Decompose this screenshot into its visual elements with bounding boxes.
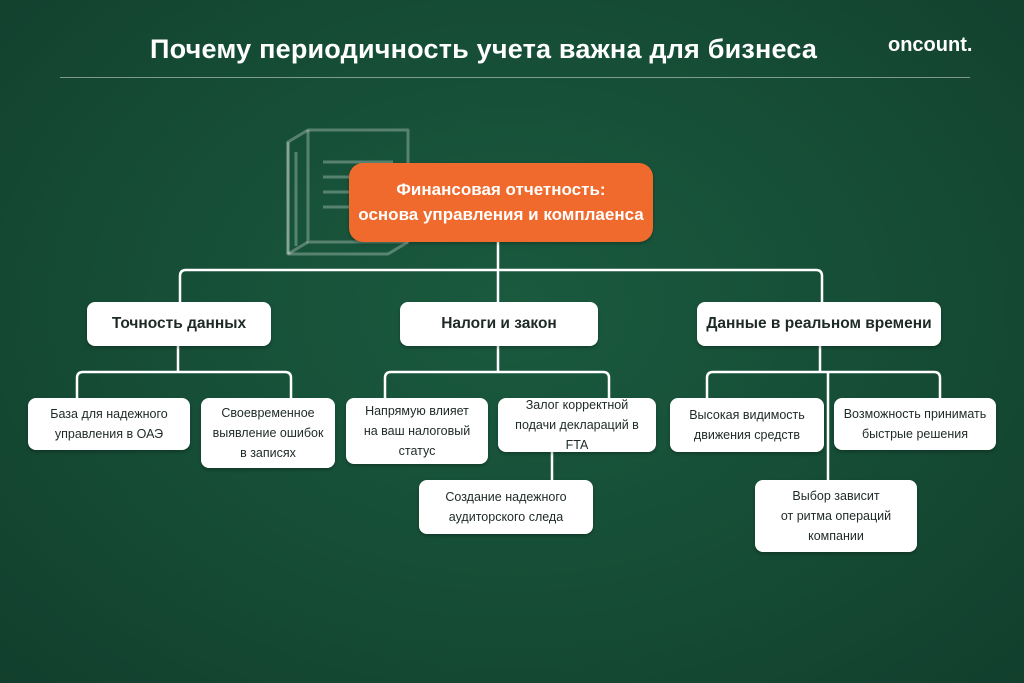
leaf-node: Выбор зависит от ритма операций компании	[755, 480, 917, 552]
leaf-text: Своевременное выявление ошибок в записях	[212, 406, 324, 460]
leaf-text: Напрямую влияет на ваш налоговый статус	[363, 404, 471, 458]
category-label: Данные в реальном времени	[706, 315, 932, 332]
page-title: Почему периодичность учета важна для биз…	[150, 34, 818, 64]
leaf-node: Создание надежного аудиторского следа	[419, 480, 593, 534]
leaf-node: Напрямую влияет на ваш налоговый статус	[346, 398, 488, 464]
leaf-text: Залог корректной подачи деклараций в FTA	[515, 398, 639, 452]
root-title-line2: основа управления и комплаенса	[358, 204, 644, 224]
leaf-node: Возможность принимать быстрые решения	[834, 398, 996, 450]
category-label: Точность данных	[111, 315, 247, 332]
brand-logo: oncount.	[888, 34, 973, 56]
leaf-text: Высокая видимость движения средств	[689, 408, 805, 442]
leaf-text: Возможность принимать быстрые решения	[843, 407, 987, 441]
leaf-text: Выбор зависит от ритма операций компании	[780, 489, 892, 543]
root-node: Финансовая отчетность: основа управления…	[349, 163, 653, 242]
category-label: Налоги и закон	[441, 315, 557, 332]
header-divider	[60, 77, 970, 78]
leaf-node: База для надежного управления в ОАЭ	[28, 398, 190, 450]
leaf-node: Залог корректной подачи деклараций в FTA	[498, 398, 656, 452]
leaf-node: Высокая видимость движения средств	[670, 398, 824, 452]
leaf-text: База для надежного управления в ОАЭ	[50, 407, 168, 441]
category-node-data-accuracy: Точность данных	[87, 302, 271, 346]
category-node-real-time-data: Данные в реальном времени	[697, 302, 941, 346]
category-node-taxes-law: Налоги и закон	[400, 302, 598, 346]
root-title-line1: Финансовая отчетность:	[396, 179, 606, 199]
leaf-node: Своевременное выявление ошибок в записях	[201, 398, 335, 468]
leaf-text: Создание надежного аудиторского следа	[445, 490, 567, 524]
